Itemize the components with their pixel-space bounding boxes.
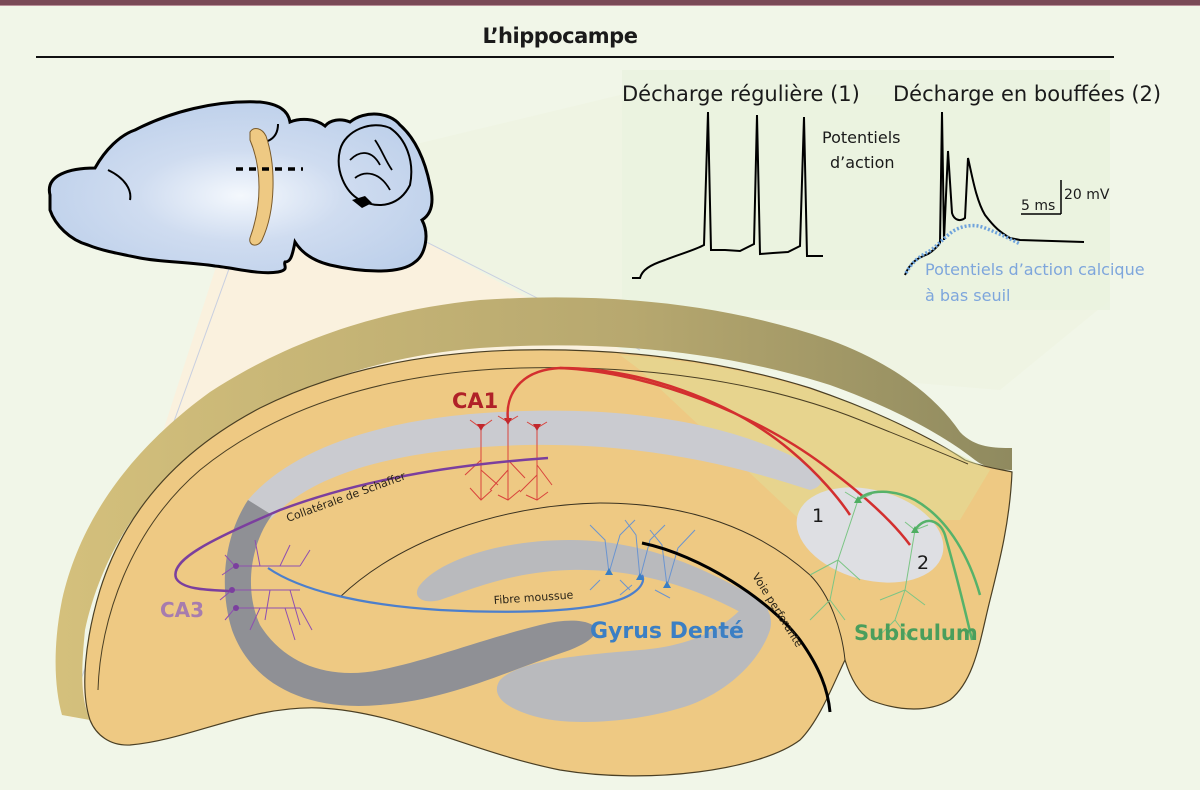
ca1-somas [477,418,541,431]
hippocampus-strip [249,128,274,246]
subiculum-output-2 [913,519,974,641]
top-accent-line [0,5,1200,6]
title-rule [36,56,1114,58]
hippocampus-slice [55,297,1013,777]
mossy-fiber-label: Fibre moussue [493,588,574,607]
brainstem-mark [352,196,372,208]
burst-firing-title: Décharge en bouffées (2) [893,82,1161,106]
cerebellum-outline [337,124,413,206]
subiculum-output-1 [857,490,982,596]
dentate-somas [605,568,671,588]
regular-firing-title: Décharge régulière (1) [622,82,860,106]
brain-outline [47,100,434,275]
schaffer-collateral [174,456,549,593]
action-potentials-label-1: Potentiels [822,128,900,147]
ca1-axon-to-subiculum-1 [506,366,852,516]
calcium-spike-dotted [904,223,1021,274]
dentate-lower-layer [496,603,771,723]
scale-bar [1021,180,1062,215]
subiculum-cell-2-label: 2 [917,552,929,574]
burst-firing-trace [904,111,1085,276]
calcium-spike-label-1: Potentiels d’action calcique [925,260,1145,279]
regular-firing-trace [632,111,823,279]
ca3-cell-layer [224,500,596,706]
ca3-neurons [219,539,313,641]
sulcus [107,169,132,201]
subiculum-somas [854,496,919,533]
calcium-spike-label-2: à bas seuil [925,286,1010,305]
ca3-label: CA3 [160,598,204,622]
ca3-somas [229,563,239,611]
subiculum-label: Subiculum [854,621,978,645]
trace-panel [622,70,1110,310]
ca1-label: CA1 [452,389,498,413]
dentate-gyrus-label: Gyrus Denté [590,619,744,644]
slice-inner-edge [97,367,969,691]
rat-brain [47,100,434,275]
subiculum-cell-area [796,487,944,583]
scale-time-label: 5 ms [1021,198,1055,214]
dentate-upper-layer [416,540,769,619]
perforant-path [641,541,832,713]
subiculum-neurons [809,491,929,641]
mossy-fiber [267,567,645,613]
cerebellum-folds [349,139,393,191]
scale-voltage-label: 20 mV [1064,187,1110,203]
subiculum-cell-1-label: 1 [812,505,824,527]
dentate-granule-cells [589,519,696,599]
action-potentials-label-2: d’action [830,153,895,172]
figure-title: L’hippocampe [482,24,638,48]
top-accent-bar [0,0,1200,5]
ca1-cell-layer [248,410,821,520]
ca1-axon-to-subiculum-2 [559,366,911,546]
hippocampal-fissure [339,502,846,661]
slice-overlay [620,355,990,520]
